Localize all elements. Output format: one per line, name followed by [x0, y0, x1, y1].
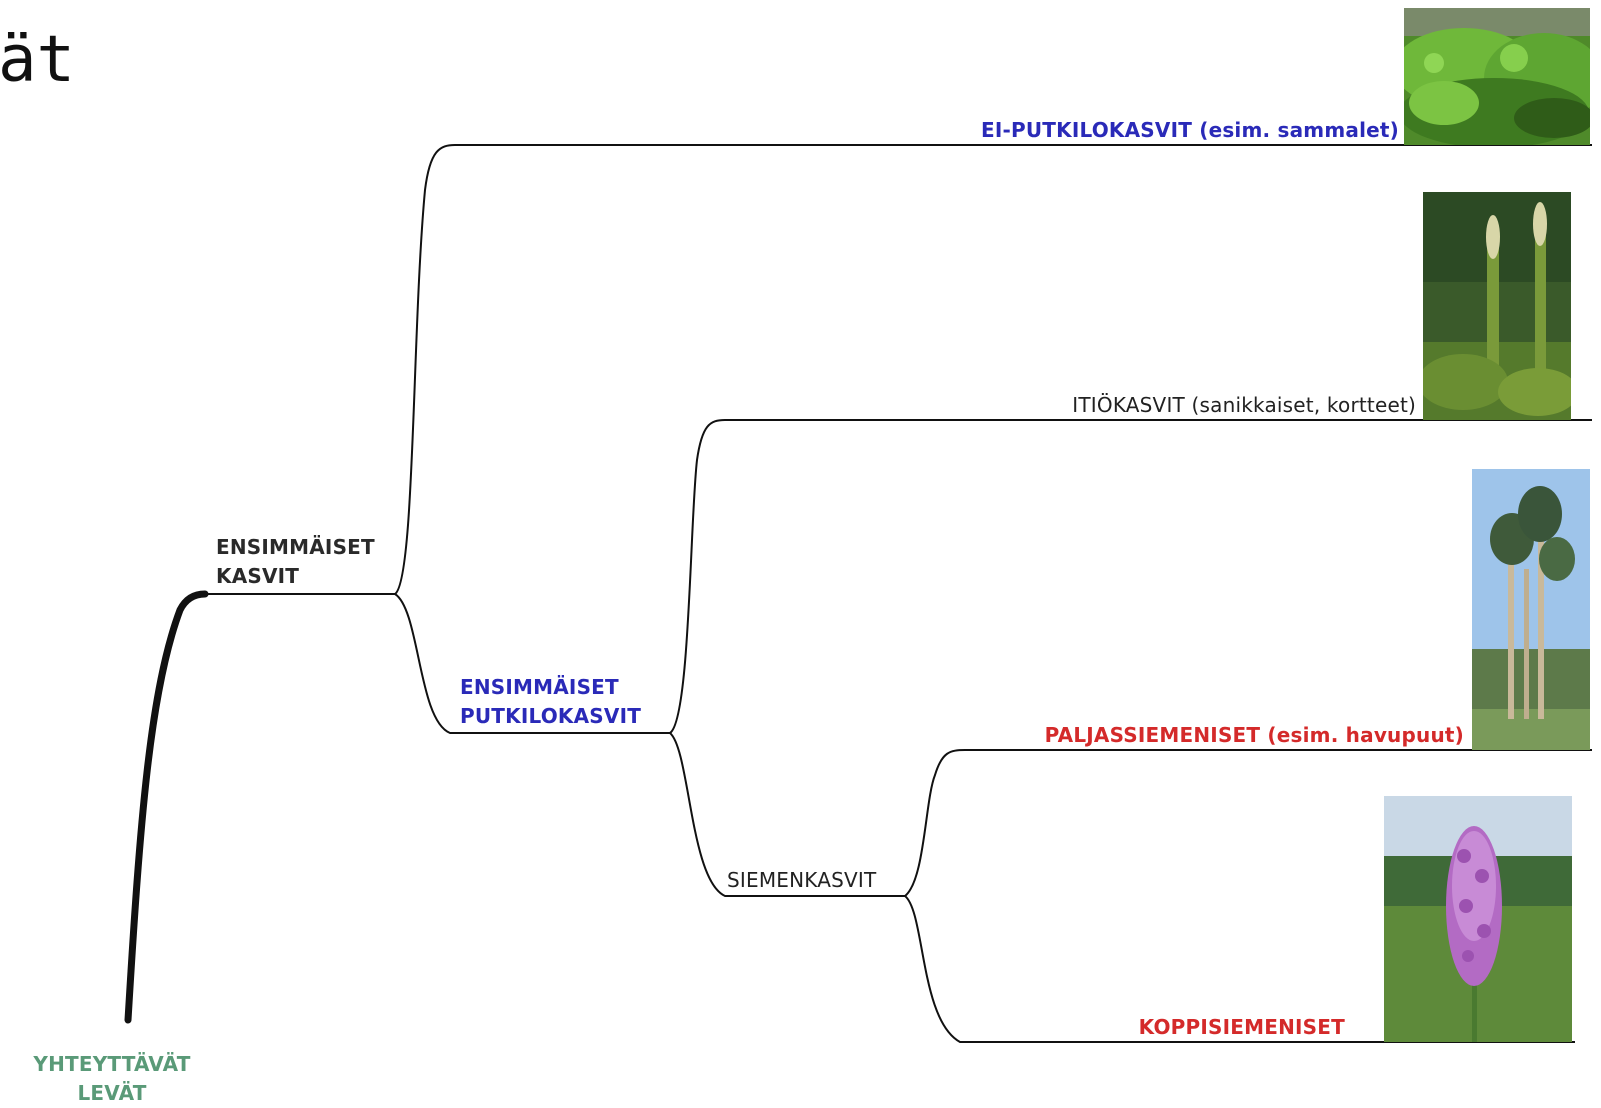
branch-to-angiosperms	[904, 895, 1575, 1043]
node-label-first-vascular: ENSIMMÄISET PUTKILOKASVIT	[460, 673, 641, 731]
node-label-first-vascular-line1: ENSIMMÄISET	[460, 675, 619, 699]
leaf-label-non-vascular: EI-PUTKILOKASVIT (esim. sammalet)	[981, 118, 1399, 142]
moss-photo	[1404, 8, 1590, 145]
leaf-label-spore-plants: ITIÖKASVIT (sanikkaiset, kortteet)	[1072, 393, 1416, 417]
page-title-fragment: ät	[0, 23, 76, 97]
node-label-first-plants-line2: KASVIT	[216, 564, 300, 588]
node-label-first-plants-line1: ENSIMMÄISET	[216, 535, 375, 559]
leaf-label-gymnosperms: PALJASSIEMENISET (esim. havupuut)	[1044, 723, 1464, 747]
branch-to-gymnosperms	[904, 749, 1592, 897]
branch-to-non-vascular	[394, 144, 1592, 595]
branch-to-seed-plants	[669, 732, 905, 897]
pine-trees-photo	[1472, 469, 1590, 750]
node-label-seed-plants: SIEMENKASVIT	[727, 868, 877, 892]
clubmoss-photo	[1423, 192, 1571, 420]
branch-to-spore-plants	[669, 419, 1592, 734]
node-label-algae-line2: LEVÄT	[77, 1081, 147, 1105]
node-label-algae-line1: YHTEYTTÄVÄT	[33, 1052, 191, 1076]
node-label-algae: YHTEYTTÄVÄT LEVÄT	[14, 1050, 210, 1108]
orchid-photo	[1384, 796, 1572, 1042]
branch-trunk	[124, 590, 209, 1024]
branch-to-first-vascular	[394, 593, 670, 734]
leaf-label-angiosperms: KOPPISIEMENISET	[1138, 1015, 1345, 1039]
node-label-first-plants: ENSIMMÄISET KASVIT	[216, 533, 375, 591]
node-label-first-vascular-line2: PUTKILOKASVIT	[460, 704, 642, 728]
